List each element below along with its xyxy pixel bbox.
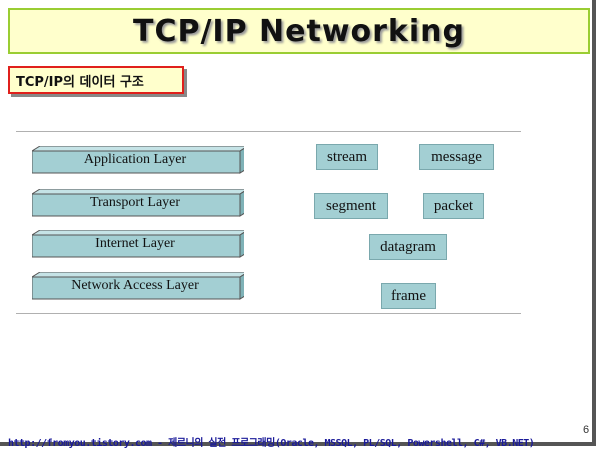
layer-label-application: Application Layer	[83, 152, 187, 167]
layer-network-access: Network Access Layer	[32, 272, 244, 300]
page-number: 6	[583, 424, 590, 436]
subtitle-box: TCP/IP의 데이터 구조	[8, 66, 184, 94]
layer-transport-shape	[32, 189, 244, 217]
layer-internet-shape	[32, 230, 244, 258]
title-bar: TCP/IP Networking	[8, 8, 590, 54]
unit-datagram: datagram	[369, 234, 447, 260]
layer-label-transport: Transport Layer	[89, 195, 181, 210]
unit-message: message	[419, 144, 494, 170]
top-divider	[16, 131, 521, 132]
footer-credit: http://fromyou.tistory.com - 제르니의 실전 프로그…	[8, 438, 535, 449]
layer-application: Application Layer	[32, 146, 244, 174]
unit-frame: frame	[381, 283, 436, 309]
layer-application-shape	[32, 146, 244, 174]
unit-packet: packet	[423, 193, 484, 219]
slide-title: TCP/IP Networking	[133, 13, 465, 49]
bottom-divider	[16, 313, 521, 314]
unit-segment: segment	[314, 193, 388, 219]
layer-label-internet: Internet Layer	[95, 236, 175, 251]
layer-internet: Internet Layer	[32, 230, 244, 258]
unit-stream: stream	[316, 144, 378, 170]
layer-label-network-access: Network Access Layer	[71, 278, 199, 293]
layer-transport: Transport Layer	[32, 189, 244, 217]
layer-network-access-shape	[32, 272, 244, 300]
slide-subtitle: TCP/IP의 데이터 구조	[16, 74, 144, 90]
